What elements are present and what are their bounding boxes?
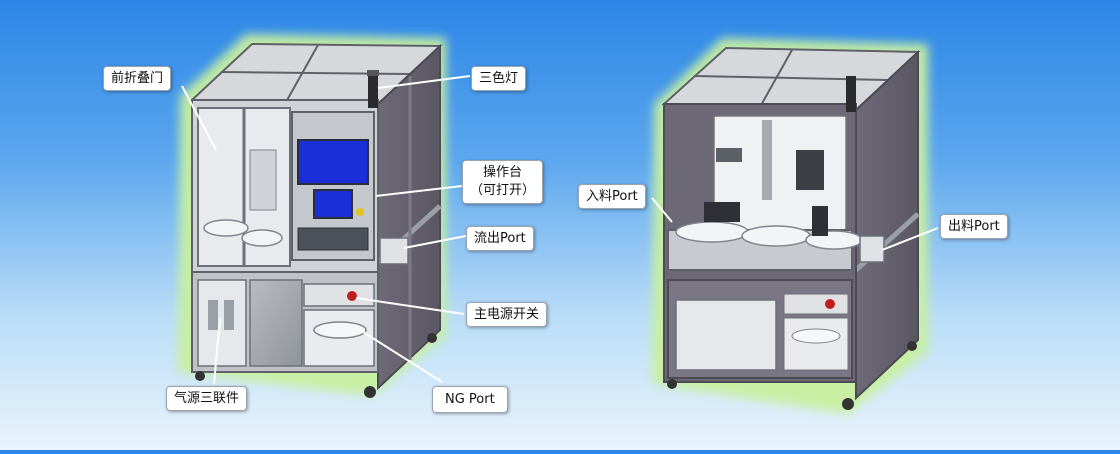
- left-machine: [178, 34, 446, 398]
- callout-main-power-switch: 主电源开关: [466, 302, 548, 327]
- callout-operation-panel-line1: 操作台: [483, 165, 523, 180]
- leader-lines: [181, 75, 939, 385]
- callout-operation-panel-line2: （可打开）: [470, 183, 536, 198]
- right-machine: [652, 38, 928, 414]
- cabinet-door: [249, 279, 303, 367]
- callout-air-source-triplet: 气源三联件: [166, 386, 248, 411]
- callout-ng-port: NG Port: [432, 386, 508, 413]
- callout-operation-panel: 操作台 （可打开）: [462, 160, 544, 204]
- air-source-triplet-box: [197, 279, 247, 367]
- keyboard-tray: [297, 227, 369, 251]
- callout-tower-light: 三色灯: [471, 66, 527, 91]
- switch-panel: [303, 283, 375, 307]
- right-tower-light: [846, 76, 856, 112]
- callout-outlet-port: 出料Port: [940, 214, 1008, 239]
- tower-light: [368, 72, 378, 108]
- callout-outflow-port: 流出Port: [466, 226, 534, 251]
- callout-front-folding-door: 前折叠门: [103, 66, 172, 91]
- callout-inlet-port: 入料Port: [578, 184, 646, 209]
- main-screen: [297, 139, 369, 185]
- small-screen: [313, 189, 353, 219]
